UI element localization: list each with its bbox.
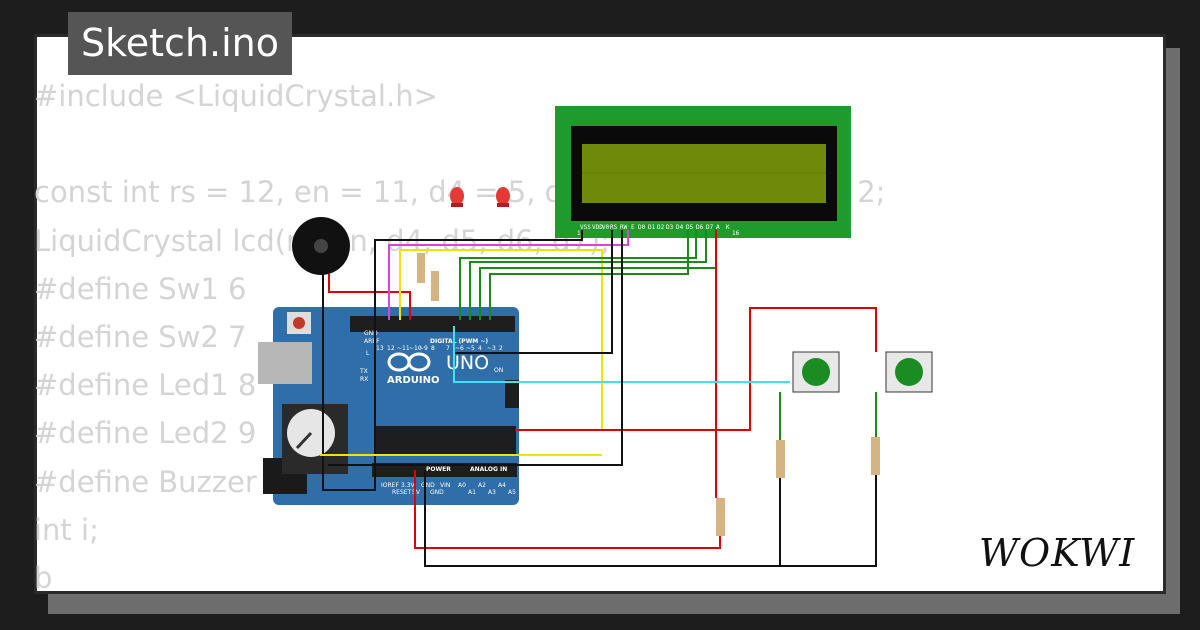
code-line: #define Sw2 7 xyxy=(34,319,247,354)
power-analog-header xyxy=(372,463,517,477)
lcd-pin-label: D1 xyxy=(648,224,656,231)
usb-connector xyxy=(258,342,312,384)
code-line: int i; xyxy=(34,512,99,547)
lcd-pin-label: K xyxy=(726,224,730,231)
power-pin-label: RESET xyxy=(392,489,412,496)
pin-label: 7 xyxy=(446,345,450,352)
code-line: #define Sw1 6 xyxy=(34,271,247,306)
lcd-pin-label: A xyxy=(716,224,720,231)
code-preview: #include <LiquidCrystal.h>const int rs =… xyxy=(34,72,885,602)
lcd-pin-label: D6 xyxy=(696,224,704,231)
pin-label: 13 xyxy=(376,345,384,352)
analog-pin-label: A1 xyxy=(468,489,476,496)
on-label: ON xyxy=(494,367,503,374)
gnd-label: GND xyxy=(364,330,378,337)
power-pin-label: IOREF xyxy=(381,482,399,489)
analog-pin-label: A0 xyxy=(458,482,466,489)
power-label: POWER xyxy=(426,466,451,473)
arduino-logo: UNO ARDUINO xyxy=(387,352,489,386)
aref-label: AREF xyxy=(364,338,380,345)
code-line: #include <LiquidCrystal.h> xyxy=(34,79,438,113)
pin-label: ~11 xyxy=(397,345,410,352)
led-l-label: L xyxy=(366,350,370,357)
lcd-pin-first: 1 xyxy=(577,230,581,237)
resistor xyxy=(417,253,880,536)
potentiometer[interactable] xyxy=(282,404,348,474)
pin-label: ~5 xyxy=(466,345,475,352)
pin-label: 2 xyxy=(499,345,503,352)
reset-button[interactable] xyxy=(293,317,305,329)
lcd-pin-label: D3 xyxy=(666,224,674,231)
red-led-1[interactable] xyxy=(450,187,464,207)
analog-pin-label: A2 xyxy=(478,482,486,489)
power-pin-label: GND xyxy=(430,489,444,496)
wokwi-logo: WOKWI xyxy=(979,531,1135,575)
analog-pin-label: A3 xyxy=(488,489,496,496)
power-pin-label: 5V xyxy=(412,489,421,496)
lcd-display[interactable]: 1 16 VSS VDD V0 RS RW E D0 D1 D2 D3 D4 D… xyxy=(555,106,851,238)
lcd-pin-label: D4 xyxy=(676,224,684,231)
rx-label: RX xyxy=(360,376,368,383)
power-pin-label: GND xyxy=(421,482,435,489)
buzzer[interactable] xyxy=(292,217,350,275)
digital-label: DIGITAL (PWM ~) xyxy=(430,338,488,345)
power-pin-label: 3.3V xyxy=(401,482,416,489)
push-button-1[interactable] xyxy=(792,351,840,393)
board-model: UNO xyxy=(446,352,489,374)
lcd-pin-last: 16 xyxy=(732,230,740,237)
icsp-header xyxy=(505,380,519,408)
lcd-pin-label: D0 xyxy=(638,224,646,231)
pin-label: 12 xyxy=(387,345,395,352)
analog-pin-label: A5 xyxy=(508,489,516,496)
digital-header xyxy=(350,316,515,332)
board-brand: ARDUINO xyxy=(387,375,439,386)
pin-label: ~6 xyxy=(455,345,464,352)
pin-label: ~10 xyxy=(409,345,422,352)
lcd-pin-label: D2 xyxy=(657,224,665,231)
lcd-pin-label: RS xyxy=(610,224,618,231)
code-line: #define Led1 8 xyxy=(34,368,257,403)
sketch-title-tab[interactable]: Sketch.ino xyxy=(68,12,292,75)
analog-pin-label: A4 xyxy=(498,482,506,489)
code-line: #define Led2 9 xyxy=(34,416,257,451)
pin-label: 8 xyxy=(431,345,435,352)
lcd-pin-label: D7 xyxy=(706,224,714,231)
lcd-pin-label: D5 xyxy=(686,224,694,231)
lcd-pin-label: VSS xyxy=(580,224,591,231)
wires xyxy=(320,230,877,567)
wokwi-logo-text: WOKWI xyxy=(979,531,1135,575)
lcd-pin-label: VDD xyxy=(592,224,603,231)
tx-label: TX xyxy=(359,368,368,375)
lcd-pin-label: E xyxy=(631,224,635,231)
pin-label: ~3 xyxy=(487,345,496,352)
power-pin-label: VIN xyxy=(440,482,450,489)
code-line: b xyxy=(34,560,53,595)
atmega-chip xyxy=(376,426,516,454)
red-led-2[interactable] xyxy=(496,187,510,207)
pin-label: 4 xyxy=(478,345,482,352)
push-button-2[interactable] xyxy=(885,351,933,393)
analog-label: ANALOG IN xyxy=(470,466,507,473)
lcd-pin-label: V0 xyxy=(602,224,610,231)
lcd-pin-label: RW xyxy=(620,224,628,231)
pin-label: ~9 xyxy=(419,345,428,352)
